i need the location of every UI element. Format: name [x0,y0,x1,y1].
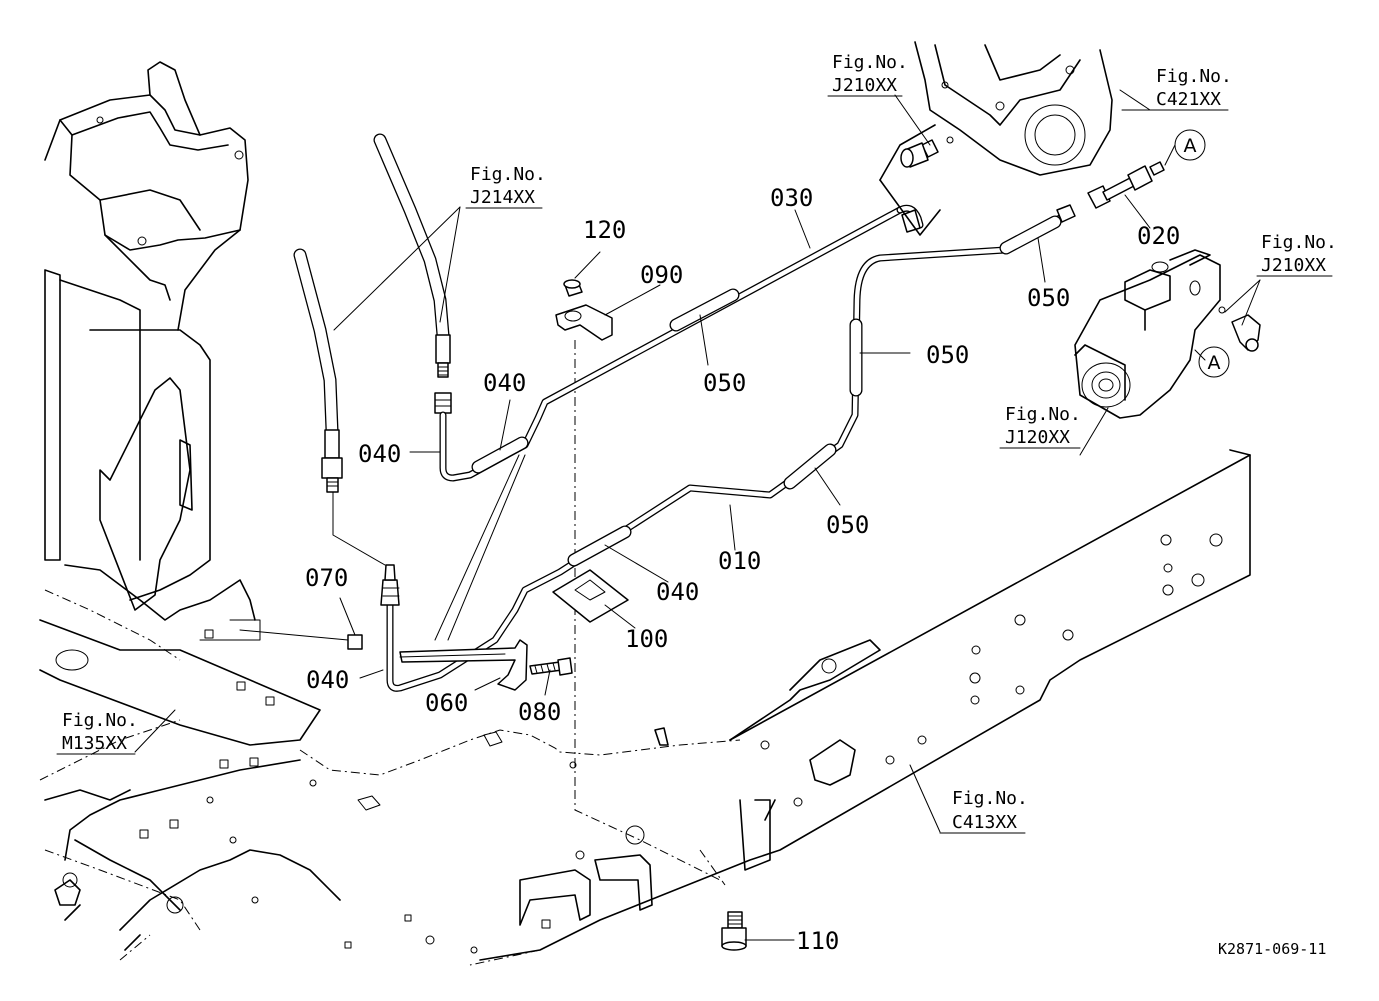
part-label-040-b: 040 [358,440,401,468]
rear-housing [879,41,1113,236]
fig-ref-j120-prefix: Fig.No. [1005,404,1081,425]
part-label-100: 100 [625,625,668,653]
part-label-040-c: 040 [656,578,699,606]
part-label-050-b: 050 [926,341,969,369]
part-label-040-a: 040 [483,369,526,397]
fig-ref-j120: Fig.No. J120XX [999,404,1081,449]
fig-ref-j214-prefix: Fig.No. [470,164,546,185]
fig-ref-c413: Fig.No. C413XX [939,788,1028,834]
fig-ref-j120-code: J120XX [1005,427,1070,448]
fig-ref-j210-top-prefix: Fig.No. [832,52,908,73]
part-labels: 120 090 030 020 050 050 050 050 040 040 … [305,184,1180,955]
callout-a-top: A [1174,129,1206,161]
steel-pipes [386,204,1064,692]
fig-ref-m135-code: M135XX [62,733,127,754]
protective-sleeves [471,215,1062,567]
part-label-110: 110 [796,927,839,955]
chassis-frame [44,449,1251,961]
part-label-020: 020 [1137,222,1180,250]
hidden-lines [39,340,741,966]
callout-a-top-label: A [1184,135,1197,157]
left-bracket-assembly [39,61,321,746]
part-label-030: 030 [770,184,813,212]
part-label-090: 090 [640,261,683,289]
callout-a-right-label: A [1208,352,1221,374]
fig-ref-j210-top: Fig.No. J210XX [827,52,908,97]
fig-ref-j210-top-code: J210XX [832,75,897,96]
part-label-050-d: 050 [826,511,869,539]
part-label-070: 070 [305,564,348,592]
part-label-060: 060 [425,689,468,717]
fig-ref-j210-right: Fig.No. J210XX [1256,232,1337,277]
rubber-hoses [293,133,452,493]
part-label-050-c: 050 [703,369,746,397]
fig-ref-m135: Fig.No. M135XX [56,710,138,755]
leader-lines [134,89,1261,941]
fig-ref-j214-code: J214XX [470,187,535,208]
part-label-040-d: 040 [306,666,349,694]
fig-ref-j214: Fig.No. J214XX [465,164,546,209]
drawing-reference-number: K2871-069-11 [1218,940,1326,958]
fig-ref-c421: Fig.No. C421XX [1121,66,1232,111]
part-label-120: 120 [583,216,626,244]
fig-ref-c421-code: C421XX [1156,89,1221,110]
part-label-010: 010 [718,547,761,575]
part-label-080: 080 [518,698,561,726]
fig-ref-c413-code: C413XX [952,812,1017,833]
callout-a-right: A [1198,346,1230,378]
clamps-and-hardware [399,279,747,951]
fig-ref-c413-prefix: Fig.No. [952,788,1028,809]
fig-ref-m135-prefix: Fig.No. [62,710,138,731]
part-label-050-a: 050 [1027,284,1070,312]
fig-ref-j210-right-code: J210XX [1261,255,1326,276]
fig-ref-c421-prefix: Fig.No. [1156,66,1232,87]
fig-ref-j210-right-prefix: Fig.No. [1261,232,1337,253]
fittings [347,136,1165,650]
hydraulic-pump [1074,249,1261,419]
